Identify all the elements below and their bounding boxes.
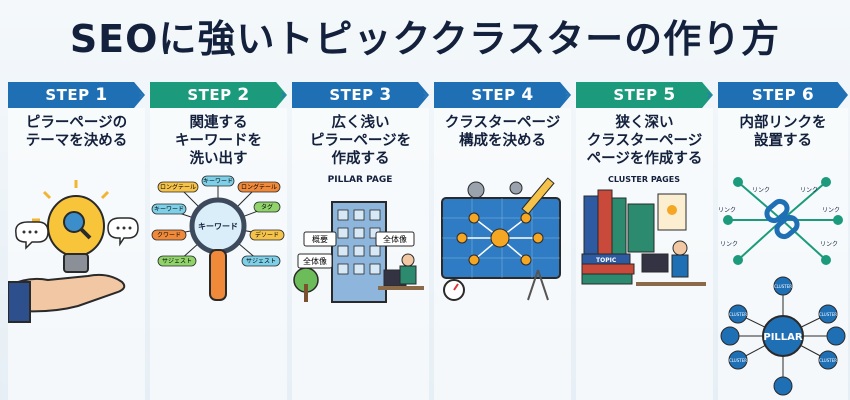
step-number: 4 [521,85,534,105]
link-label: リンク [718,207,736,214]
step-bar: STEP 6 [718,82,848,108]
step-number: 6 [801,85,815,105]
step-number: 2 [237,85,250,105]
step-title: ピラーページの テーマを決める [25,115,128,149]
keyword-tag: キーワード [203,178,233,185]
cluster-node-label: CLUSTER [729,358,747,363]
step-title: 内部リンクを 設置する [739,115,827,149]
link-label: リンク [800,187,818,194]
whole-picture-tag: 全体像 [303,256,327,266]
step-bar: STEP 3 [292,82,429,108]
step-number: 3 [379,85,392,105]
step-label: STEP [751,86,797,104]
step-bar: STEP 1 [8,82,145,108]
step-title: 関連する キーワードを 洗い出す [175,115,262,167]
step-title: 狭く深い クラスターページ ページを作成する [586,115,703,167]
keyword-tag: サジェスト [162,258,192,265]
step-label: STEP [45,86,90,104]
cluster-node-label: CLUSTER [774,284,792,289]
step-bar: STEP 4 [434,82,571,108]
cluster-pages-label: CLUSTER PAGES [608,175,680,184]
chevron-right-icon: › [564,85,571,104]
step-label: STEP [187,86,232,104]
chevron-right-icon: › [422,85,429,104]
keyword-tag: ロングテール [160,183,196,191]
cluster-node-label: CLUSTER [819,312,837,317]
step-label: STEP [471,86,516,104]
steps-row: STEP 1 ピラーページの テーマを決める › STEP [0,82,850,400]
keyword-tag: タグ [261,203,273,211]
lightbulb-hand-illustration [8,180,139,323]
step-bar: STEP 2 [150,82,287,108]
step-number: 5 [663,85,676,105]
keyword-tag: キーワード [154,206,184,213]
link-label: リンク [820,241,838,248]
step-title: 広く浅い ピラーページを 作成する [309,115,412,167]
keyword-tag: ロングテール [241,183,277,191]
step-6: STEP 6 内部リンクを 設置する リンク リンク リンク リンク リンク リ… [718,82,848,400]
blueprint-illustration [441,177,561,301]
keyword-tag: サジェスト [246,258,276,265]
step-title: クラスターページ 構成を決める [444,115,561,149]
pillar-building-illustration: PILLAR PAGE 概要 全体像 全体像 [293,175,424,303]
page-title: SEOに強いトピッククラスターの作り方 [69,17,781,61]
internal-link-illustration: リンク リンク リンク リンク リンク リンク CLUSTER [718,177,846,396]
keyword-tag: クワード [157,232,181,239]
keyword-tag: デソード [255,231,279,239]
step-number: 1 [95,85,108,105]
link-label: リンク [752,187,770,194]
topic-label: TOPIC [596,257,617,264]
step-bar: STEP 5 [576,82,713,108]
cluster-node-label: CLUSTER [729,312,747,317]
step-4: STEP 4 クラスターページ 構成を決める [434,82,571,400]
cluster-node-label: CLUSTER [819,358,837,363]
pillar-page-label: PILLAR PAGE [328,175,393,185]
chevron-right-icon: › [138,85,145,104]
step-label: STEP [613,86,658,104]
step-2: STEP 2 関連する キーワードを 洗い出す キーワード ロングテール ロング… [150,82,287,400]
chevron-right-icon: › [280,85,287,104]
keyword-magnifier-illustration: キーワード ロングテール ロングテール キーワード タグ クワード デソード サ… [151,175,285,301]
whole-picture-tag: 全体像 [383,234,407,244]
overview-tag: 概要 [312,234,328,244]
link-label: リンク [720,241,738,248]
step-5: STEP 5 狭く深い クラスターページ ページを作成する CLUSTER PA… [576,82,713,400]
step-label: STEP [329,86,374,104]
chevron-right-icon: › [706,85,713,104]
books-desk-illustration: CLUSTER PAGES TOPIC [581,175,706,286]
step-1: STEP 1 ピラーページの テーマを決める [8,82,145,400]
pillar-node-label: PILLAR [763,332,803,343]
step-3: STEP 3 広く浅い ピラーページを 作成する PILLAR PAGE 概要 … [292,82,429,400]
link-label: リンク [822,207,840,214]
center-keyword: キーワード [198,222,238,231]
